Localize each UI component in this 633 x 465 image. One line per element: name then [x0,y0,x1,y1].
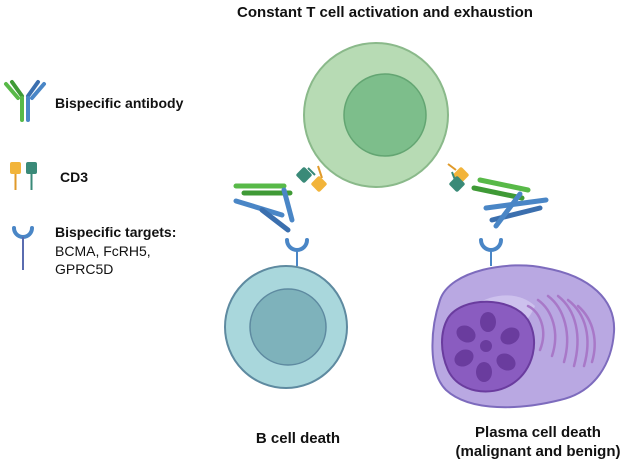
legend-targets-line2: GPRC5D [55,261,113,277]
cd3-right [447,163,469,192]
plasma-cell [431,264,616,409]
target-receptor-plasma-cell [479,238,503,266]
bispecific-antibody-right [471,177,549,229]
plasma-nucleus [441,300,536,393]
t-cell [303,42,449,188]
plasma-cell-caption-line2: (malignant and benign) [456,443,621,460]
cd3-icon [10,162,37,190]
legend-cd3: CD3 [60,169,88,185]
target-receptor-b-cell [285,238,309,266]
bispecific-target-icon [12,226,34,270]
bispecific-antibody-icon [4,80,46,122]
legend-targets-heading: Bispecific targets: [55,224,176,240]
legend: Bispecific antibody CD3 Bispecific targe… [4,80,184,277]
diagram-title: Constant T cell activation and exhaustio… [237,4,533,21]
endoplasmic-reticulum [526,294,596,368]
plasma-cell-caption-line1: Plasma cell death [475,424,601,441]
b-cell [224,265,348,389]
legend-bispecific-antibody: Bispecific antibody [55,95,184,111]
cd3-left [296,165,327,192]
b-cell-caption: B cell death [256,430,340,447]
bispecific-antibody-left [233,183,295,233]
legend-targets-line1: BCMA, FcRH5, [55,243,151,259]
